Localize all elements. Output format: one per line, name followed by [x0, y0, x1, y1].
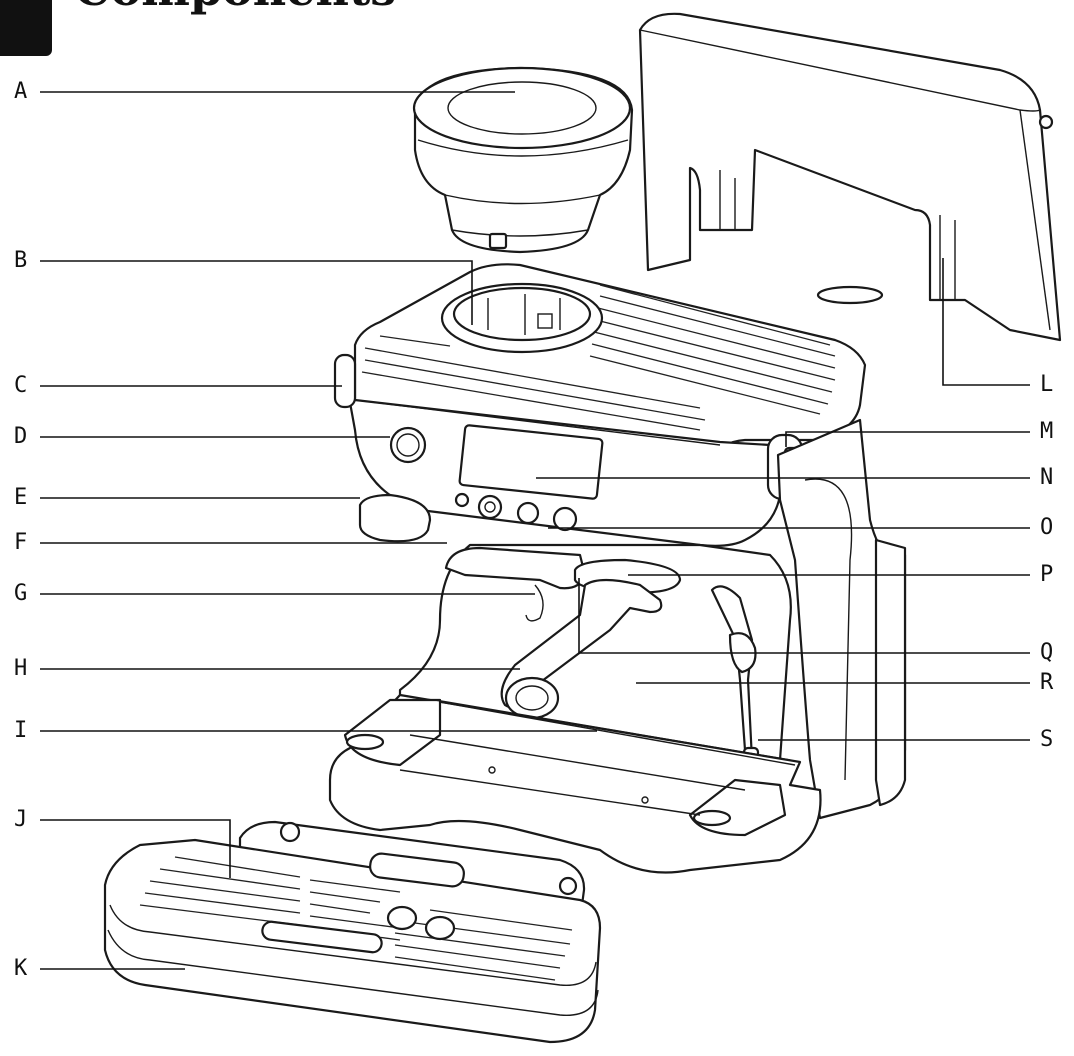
label-a: A [14, 79, 28, 104]
label-s: S [1040, 727, 1054, 752]
label-i: I [14, 718, 28, 743]
label-l: L [1040, 372, 1054, 397]
label-d: D [14, 424, 28, 449]
label-h: H [14, 656, 28, 681]
label-g: G [14, 581, 28, 606]
section-tab [0, 0, 52, 56]
label-o: O [1040, 515, 1054, 540]
label-c: C [14, 373, 28, 398]
water-tank-icon [638, 12, 1062, 342]
label-m: M [1040, 419, 1054, 444]
label-f: F [14, 530, 28, 555]
label-k: K [14, 956, 28, 981]
label-n: N [1040, 465, 1054, 490]
label-j: J [14, 807, 28, 832]
label-e: E [14, 485, 28, 510]
leader-lines [40, 91, 1030, 970]
bean-hopper-icon [412, 66, 634, 254]
drip-tray-icon [103, 820, 602, 1044]
label-p: P [1040, 562, 1054, 587]
label-q: Q [1040, 640, 1054, 665]
label-b: B [14, 248, 28, 273]
machine-body-icon [328, 263, 907, 874]
label-r: R [1040, 670, 1054, 695]
page-title: Components [74, 0, 396, 12]
